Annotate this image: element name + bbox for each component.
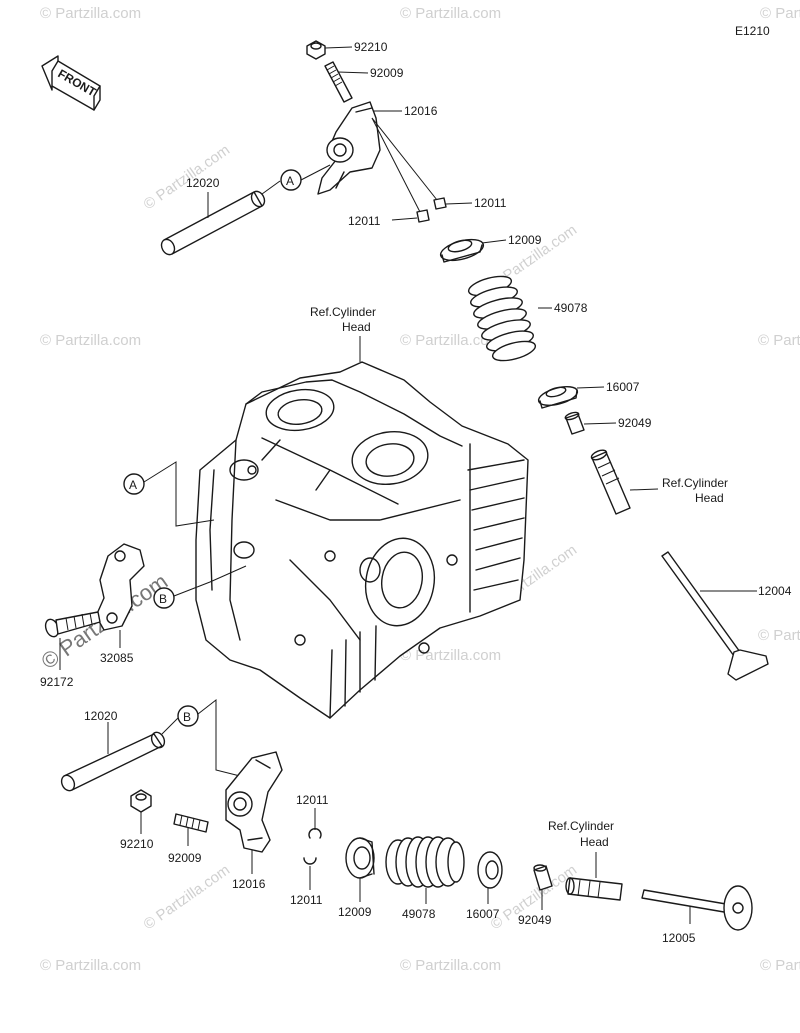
screw-92009-bottom: 92009 [168,813,209,865]
part-number: 92009 [370,66,404,80]
spring-seat-12009-bottom: 12009 [338,837,375,919]
part-number: 12011 [348,214,381,228]
ref-label: Head [580,835,609,849]
clip-12011-bottom-top: 12011 [296,793,329,839]
part-number: 12004 [758,584,792,598]
valve-guide-top: Ref.Cylinder Head [590,449,728,515]
part-number: 12020 [186,176,220,190]
valve-12005: 12005 [641,885,753,945]
ref-label: Ref.Cylinder [310,305,376,319]
part-number: 12009 [508,233,542,247]
callout-letter: B [183,710,191,724]
clip-12011-bottom-low: 12011 [290,857,323,907]
callout-letter: A [129,478,137,492]
spring-seat-16007-bottom: 16007 [466,851,503,921]
ref-label: Head [695,491,724,505]
oil-seal-92049-bottom: 92049 [518,864,553,927]
watermark: © Partzilla.com [40,332,141,349]
callout-b-side: B [153,565,247,609]
part-number: 16007 [606,380,640,394]
oil-seal-92049-top: 92049 [564,411,652,435]
part-number: 12009 [338,905,372,919]
watermark: © Partzilla.com [40,957,141,974]
callout-letter: A [286,174,294,188]
watermark: © Partzilla.com [760,957,800,974]
valve-12004: 12004 [661,551,792,681]
part-number: 12005 [662,931,696,945]
part-number: 16007 [466,907,500,921]
part-number: 12011 [296,793,329,807]
part-number: 49078 [402,907,436,921]
valve-spring-49078-top: 49078 [467,275,588,362]
watermark: © Partzilla.com [760,5,800,22]
callout-letter: B [159,592,167,606]
watermark: © Partzilla.com [758,332,800,349]
nut-92210-top: 92210 [306,40,388,60]
ref-label: Head [342,320,371,334]
spring-seat-16007-top: 16007 [537,380,640,409]
part-number: 92049 [618,416,652,430]
part-number: 92210 [120,837,154,851]
spring-seat-12009-top: 12009 [439,233,542,263]
watermark: © Partzilla.com [400,647,501,664]
clip-12011-top-left: 12011 [348,209,430,228]
rocker-shaft-12020-top: 12020 A [160,164,331,256]
rocker-shaft-12020-bottom: 12020 B [60,698,241,792]
nut-92210-bottom: 92210 [120,789,154,851]
ref-label: Ref.Cylinder [548,819,614,833]
watermark: © Partzilla.com [40,5,141,22]
part-number: 12011 [290,893,323,907]
watermark: © Partzilla.com [400,957,501,974]
cylinder-head [195,361,529,719]
screw-92009-top: 92009 [324,61,404,103]
part-number: 32085 [100,651,134,665]
clip-12011-top-right: 12011 [433,196,507,210]
part-number: 12016 [232,877,266,891]
front-arrow-icon: FRONT [41,55,101,111]
callout-b [177,705,199,727]
diagram-code: E1210 [735,24,770,38]
watermark: © Partzilla.com [141,861,234,933]
screw-92172: 92172 [40,611,101,689]
valve-guide-bottom: Ref.Cylinder Head [548,819,623,901]
watermark: © Partzilla.com [400,5,501,22]
part-number: 92210 [354,40,388,54]
part-number: 92172 [40,675,74,689]
part-number: 12020 [84,709,118,723]
watermark: © Partzilla.com [400,332,501,349]
rocker-arm-12016-bottom: 12016 [225,751,283,891]
part-number: 12011 [474,196,507,210]
ref-label: Ref.Cylinder [662,476,728,490]
valve-spring-49078-bottom: 49078 [385,836,465,921]
part-number: 92049 [518,913,552,927]
rocker-arm-12016-top: 12016 [317,101,438,195]
part-number: 92009 [168,851,202,865]
part-number: 12016 [404,104,438,118]
plate-32085: 32085 [95,543,145,665]
callout-a-side: A [123,461,215,527]
part-number: 49078 [554,301,588,315]
watermark: © Partzilla.com [758,627,800,644]
